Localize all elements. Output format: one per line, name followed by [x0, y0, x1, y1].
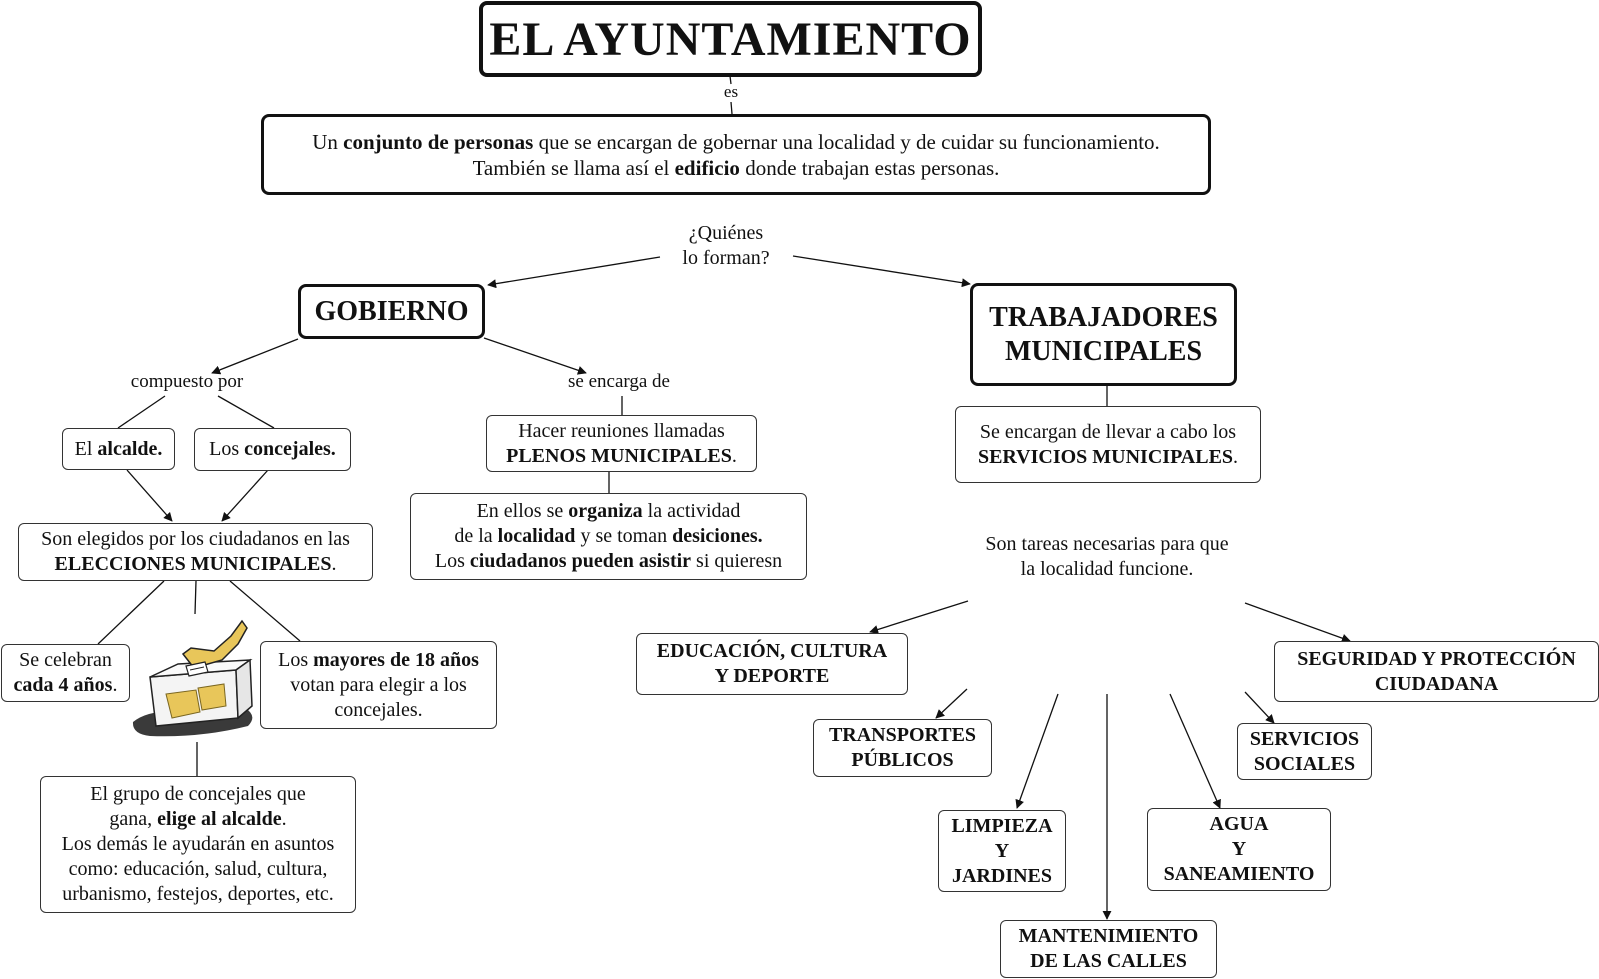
link-elecciones-ballot — [194, 580, 197, 615]
link-elecciones-celebran — [97, 580, 165, 645]
link-alcalde-elecciones — [126, 469, 173, 522]
mantenimiento-box: MANTENIMIENTO DE LAS CALLES — [1000, 920, 1217, 978]
definition-box: Un conjunto de personas que se encargan … — [261, 114, 1211, 195]
seguridad-box: SEGURIDAD Y PROTECCIÓN CIUDADANA — [1274, 641, 1599, 702]
agua-box: AGUA Y SANEAMIENTO — [1147, 808, 1331, 891]
ellos-box: En ellos se organiza la actividad de la … — [410, 493, 807, 580]
link-elecciones-mayores — [229, 580, 301, 642]
link-quienes-gobierno — [487, 256, 661, 289]
link-tareas-seguridad — [1244, 602, 1351, 643]
grupo-box: El grupo de concejales que gana, elige a… — [40, 776, 356, 913]
link-label-tareas: Son tareas necesarias para que la locali… — [985, 533, 1229, 580]
concejales-box: Los concejales. — [194, 428, 351, 471]
servicios-municipales-box: Se encargan de llevar a cabo los SERVICI… — [955, 406, 1261, 483]
title-box: EL AYUNTAMIENTO — [479, 1, 982, 77]
alcalde-box: El alcalde. — [62, 428, 175, 470]
link-quienes-trabajadores — [792, 255, 971, 288]
link-label-quienes: ¿Quiénes lo forman? — [682, 222, 770, 269]
gobierno-box: GOBIERNO — [298, 284, 485, 339]
limpieza-box: LIMPIEZA Y JARDINES — [938, 810, 1066, 892]
definition-line-2: También se llama así el edificio donde t… — [472, 155, 1000, 180]
transportes-box: TRANSPORTES PÚBLICOS — [813, 719, 992, 777]
link-tareas-sociales — [1244, 691, 1275, 724]
educacion-box: EDUCACIÓN, CULTURA Y DEPORTE — [636, 633, 908, 695]
link-tareas-educacion — [869, 600, 969, 634]
link-gobierno-encarga — [483, 337, 587, 375]
page-title: EL AYUNTAMIENTO — [489, 12, 972, 66]
ballot-box-icon — [132, 619, 253, 737]
servicios-sociales-box: SERVICIOS SOCIALES — [1237, 723, 1372, 780]
link-tareas-agua — [1169, 693, 1221, 809]
link-gobierno-compuesto — [211, 338, 299, 375]
celebran-box: Se celebran cada 4 años. — [1, 644, 130, 702]
link-compuesto-concejales — [217, 395, 275, 429]
elecciones-box: Son elegidos por los ciudadanos en las E… — [18, 523, 373, 581]
link-compuesto-alcalde — [117, 395, 166, 429]
link-label-es: es — [723, 82, 739, 101]
trabajadores-box: TRABAJADORES MUNICIPALES — [970, 283, 1237, 386]
link-tareas-transportes — [935, 688, 968, 719]
link-label-compuesto: compuesto por — [130, 371, 244, 392]
definition-line-1: Un conjunto de personas que se encargan … — [312, 129, 1160, 154]
link-tareas-limpieza — [1015, 693, 1059, 809]
mayores-box: Los mayores de 18 años votan para elegir… — [260, 641, 497, 729]
link-es-definition — [730, 101, 733, 115]
plenos-box: Hacer reuniones llamadas PLENOS MUNICIPA… — [486, 415, 757, 472]
link-label-encarga: se encarga de — [568, 371, 670, 392]
link-concejales-elecciones — [221, 469, 269, 522]
